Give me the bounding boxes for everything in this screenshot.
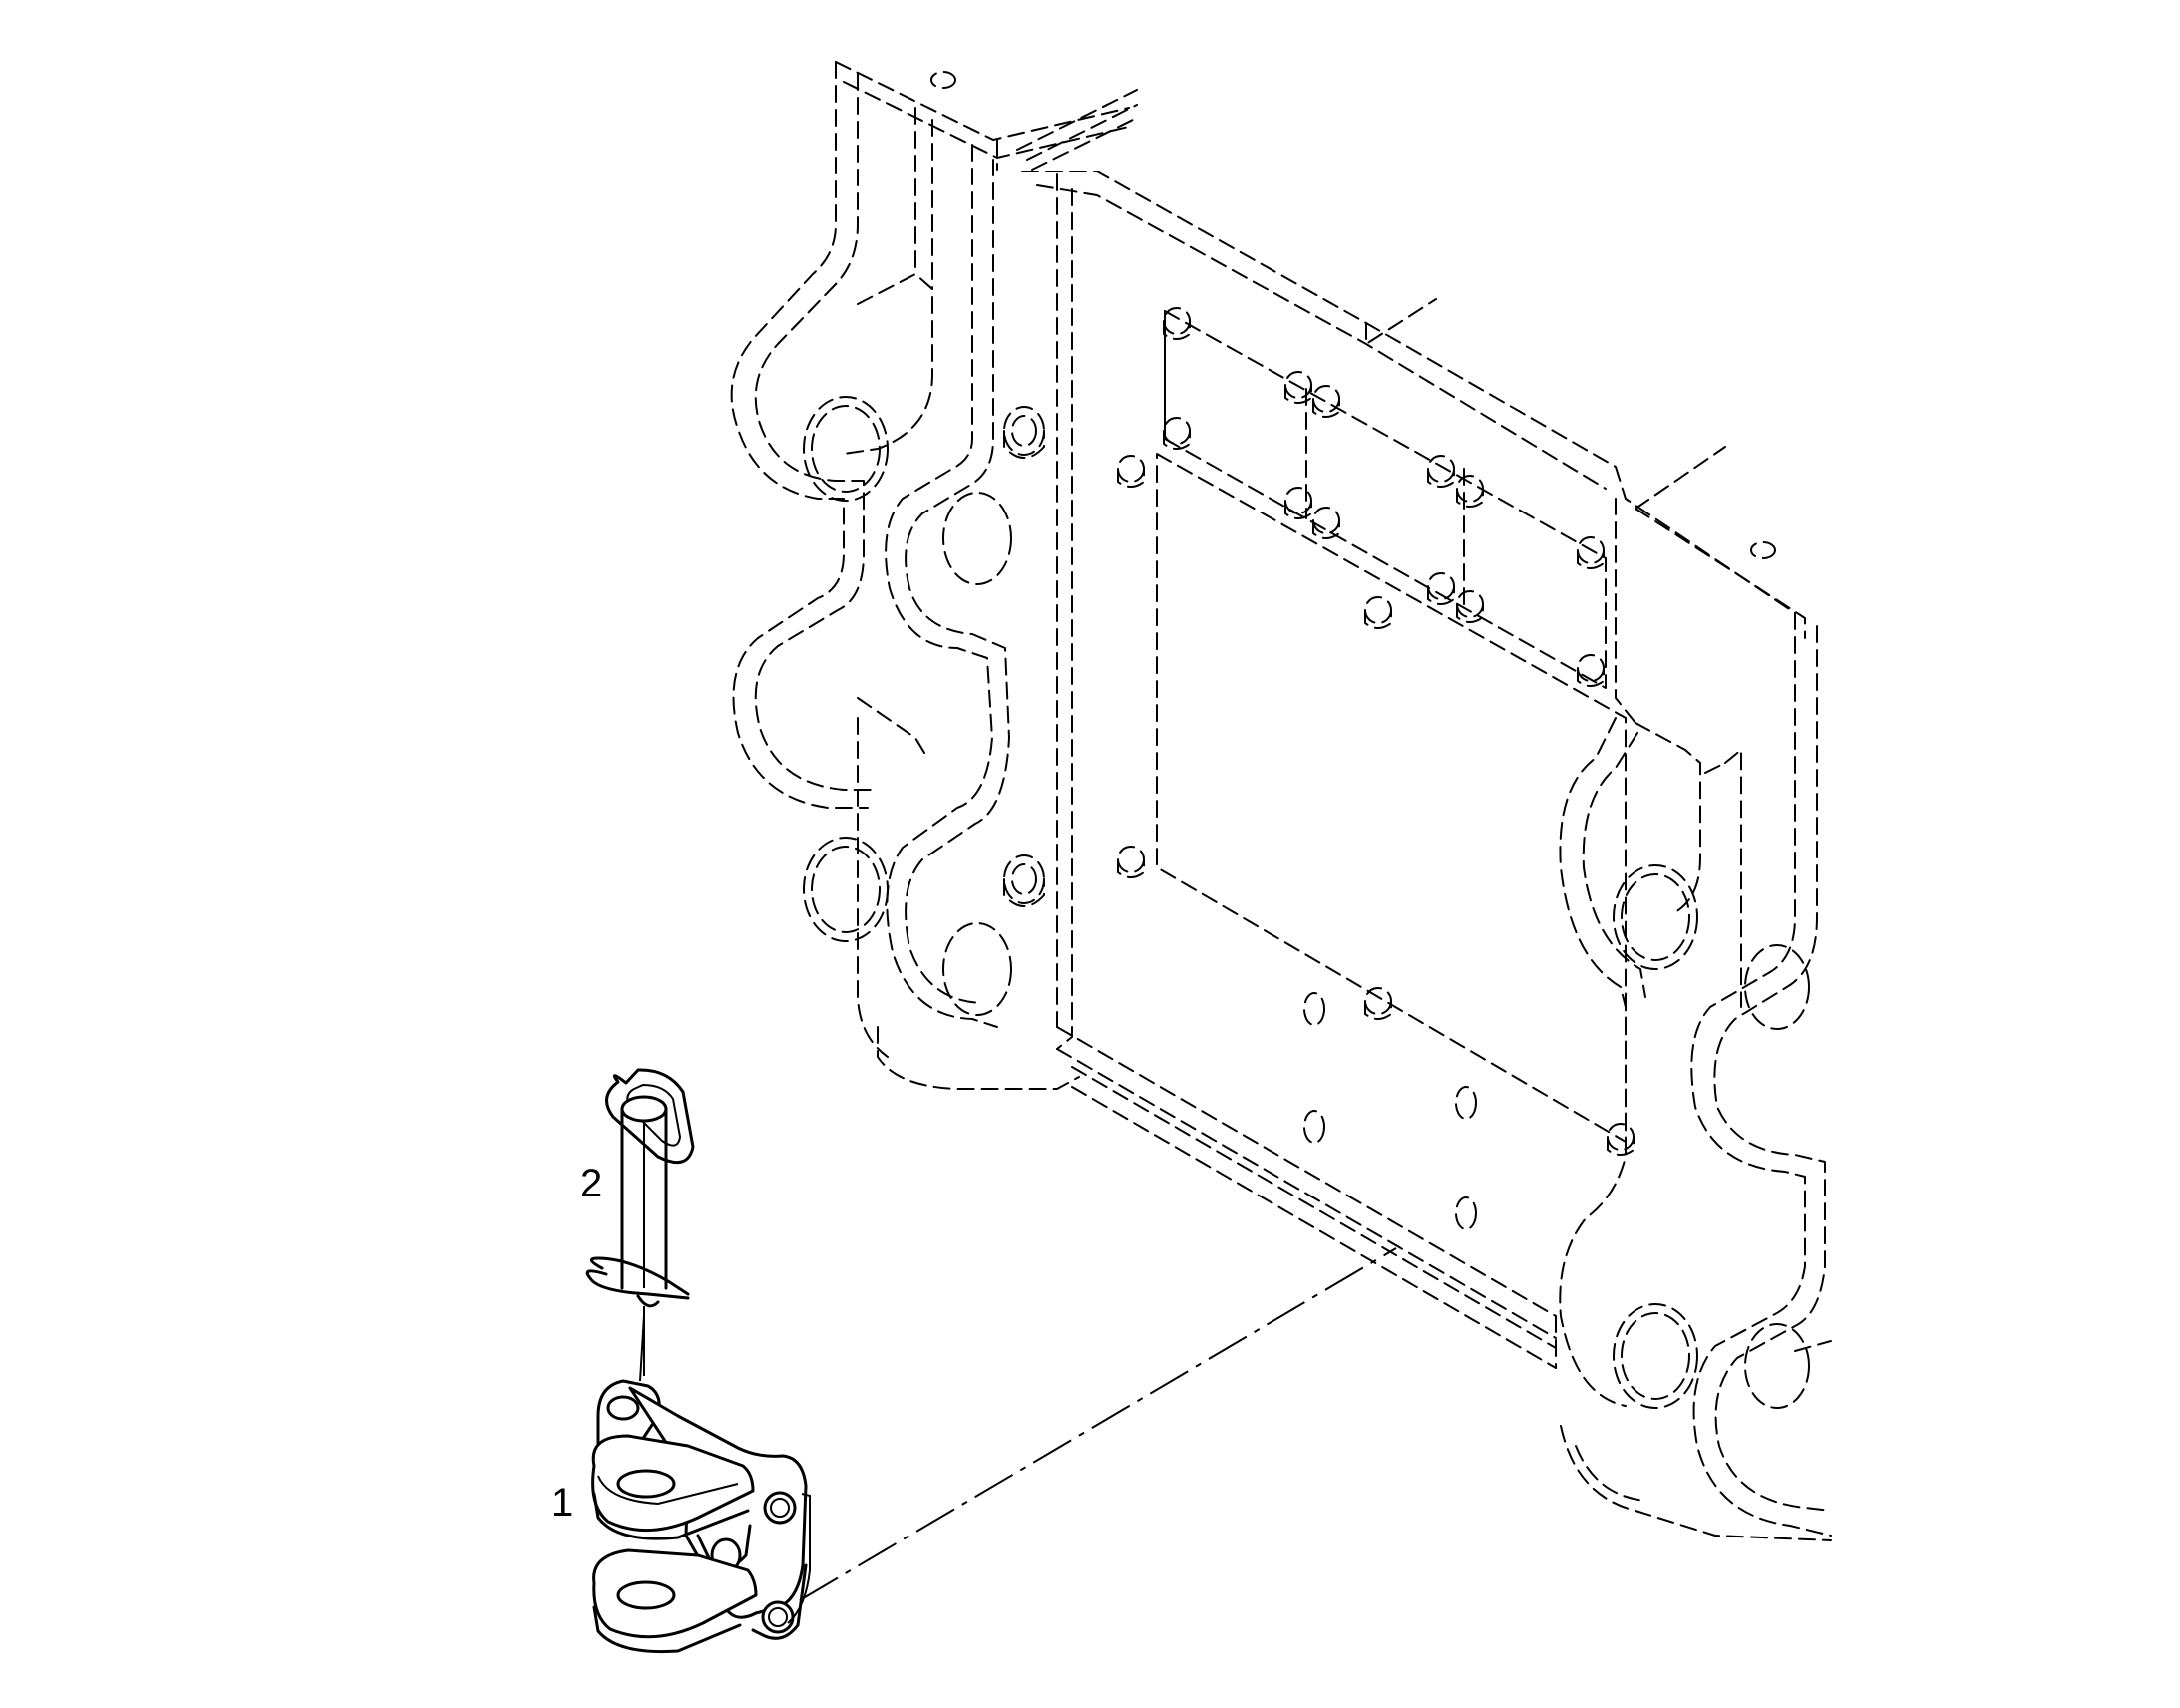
plate-holes — [1303, 992, 1477, 1230]
mounting-plates — [1156, 310, 1627, 1143]
callout-2: 2 — [580, 1162, 602, 1205]
part-2-pin — [585, 1068, 695, 1376]
callout-1: 1 — [551, 1481, 573, 1525]
frame-assembly — [730, 61, 1832, 1541]
bolt-heads — [1117, 307, 1635, 1156]
callout-labels: 2 1 — [551, 1162, 602, 1525]
assembly-center-line — [799, 1247, 1397, 1601]
leader-pin-to-bracket — [639, 1315, 645, 1382]
part-1-clevis-bracket — [591, 1379, 811, 1654]
